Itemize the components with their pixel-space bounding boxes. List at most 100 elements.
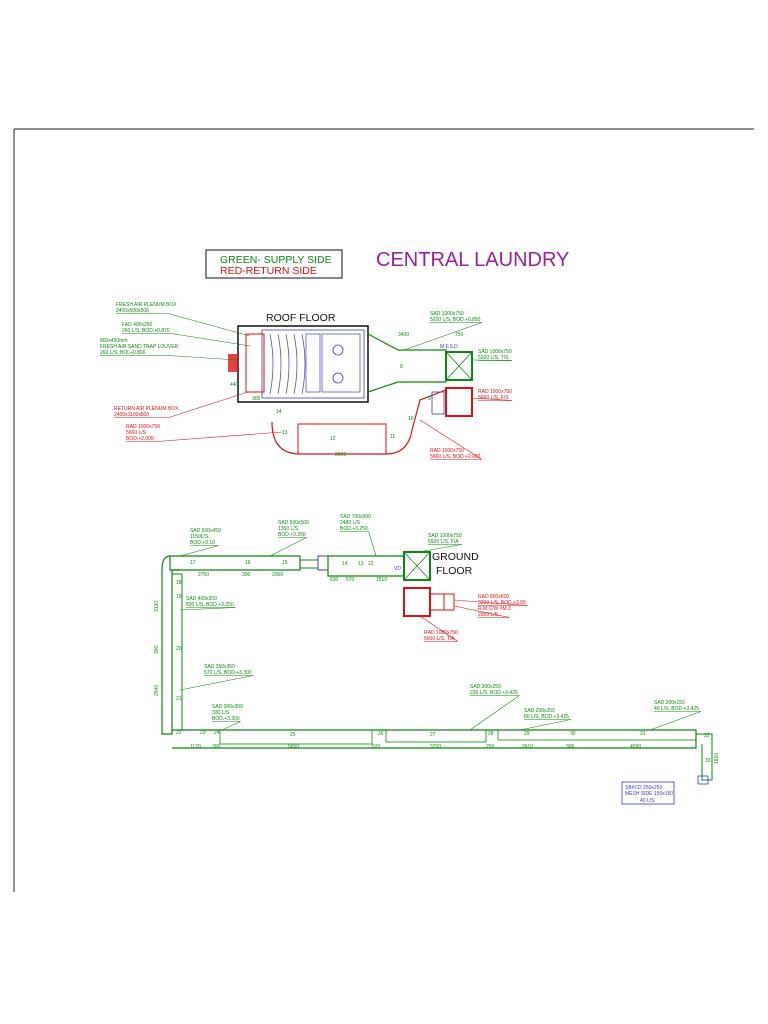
dim-label: 10 [408,416,414,422]
note-line: BOD.+3.10 [190,540,215,546]
sand-trap-louver [228,354,238,372]
dim-label: 2000 [335,452,346,458]
trunk-section-27 [385,729,487,743]
note-line: 230 L/S, BOD.+3.425 [470,690,518,696]
ground-supply-shaft [403,551,431,581]
note-line: BOD.+3.250 [278,532,306,538]
leader-line [649,711,701,731]
leader-line [221,721,241,731]
dim-label: 3130 [154,601,160,612]
dim-label: 33 [705,758,711,764]
note-line: RAD 1000x750 [430,448,464,454]
note-line: 2400x1100x800 [114,412,149,418]
note-line: SAD 200x200 [524,708,555,714]
dim-label: 300 [154,645,160,654]
dim-label: 2750 [198,572,209,578]
dim-label: 4590 [630,744,641,750]
note-line: RAD 1000x750 [424,630,458,636]
note-line: 5660 L/S, BOD.+2.000 [430,454,481,460]
note-box-line1: SB#CD 250x250 [625,785,662,791]
note-line: 80 L/S, BOD.+3.425 [524,714,569,720]
dim-label: 8 [400,364,403,370]
note-line: 5920 L/S, BOD.+0.850 [430,317,481,323]
dim-label: 25 [290,732,296,738]
end-riser [696,733,713,781]
note-line: RAD 800x600 [478,594,509,600]
note-box [621,781,675,805]
shaft-cross [403,551,431,581]
roof-floor-label: ROOF FLOOR [266,312,336,324]
note-line: SAD 1000x750 [428,533,462,539]
note-line: SAD 1000x750 [430,311,464,317]
dim-label: 300 [242,572,251,578]
fresh-air-plenum-roof [245,333,265,393]
leader-line [403,322,483,351]
dim-label: 300 [212,744,221,750]
note-line: FRESH AIR PLENUM BOX [116,302,177,308]
ground-supply-trunk-top [169,555,301,571]
note-line: 800x450mm [100,338,128,344]
dim-label: 18 [176,580,182,586]
leader-line [469,695,520,731]
ahu-inner [261,329,365,399]
roof-return-shaft [445,387,473,417]
note-line: SAD 300x300 [212,704,243,710]
dim-label: 1120 [190,744,201,750]
dim-label: 12 [368,561,374,567]
ahu-unit-roof [237,325,369,403]
leader-line [519,719,571,731]
leader-line [167,355,239,361]
dim-label: 5650 [288,744,299,750]
note-line: SAD 500x500 [278,520,309,526]
dim-label: 23 [200,730,206,736]
dim-label: 26 [378,731,384,737]
dim-label: 3700 [430,744,441,750]
dim-label: 16 [245,560,251,566]
end-grille [697,775,709,785]
note-line: 5920 L/S, T/S [478,355,509,361]
note-line: SAD 200x150 [654,700,685,706]
dim-label: 22 [176,730,182,736]
dim-label: 20 [176,646,182,652]
note-line: BOD.+3.300 [212,716,240,722]
note-line: 260 L/S, BOD.+0.870 [122,328,170,334]
dim-label: 11 [390,434,395,440]
note-line: SAD 500x450 [190,528,221,534]
dim-label: 300 [252,396,261,402]
dim-label: 15 [282,560,288,566]
note-line: 5660 L/S, F/S [478,395,509,401]
note-line: 260 L/S, BOL+0.800 [100,350,146,356]
trunk-section-25 [219,729,373,745]
dim-label: 29 [524,731,530,737]
note-line: BOD.+3.250 [340,526,368,532]
leader-line [453,605,510,618]
note-box-line3: 40 L/S [640,798,655,804]
note-line: 2000 L/S [478,612,499,618]
leader-line [171,333,251,347]
ground-supply-trunk-right [327,555,405,577]
dim-label: 440 [230,382,239,388]
ground-return-shaft [403,587,431,617]
roof-supply-shaft [445,351,473,381]
dim-label: 2000 [272,572,283,578]
leader-line [167,313,251,337]
note-line: SAD 400x350 [186,596,217,602]
legend-box [205,249,343,279]
return-grille [443,593,455,611]
note-line: 5660 L/S [126,430,147,436]
note-line: FRESH AIR SAND TRAP LOUVER [100,344,179,350]
